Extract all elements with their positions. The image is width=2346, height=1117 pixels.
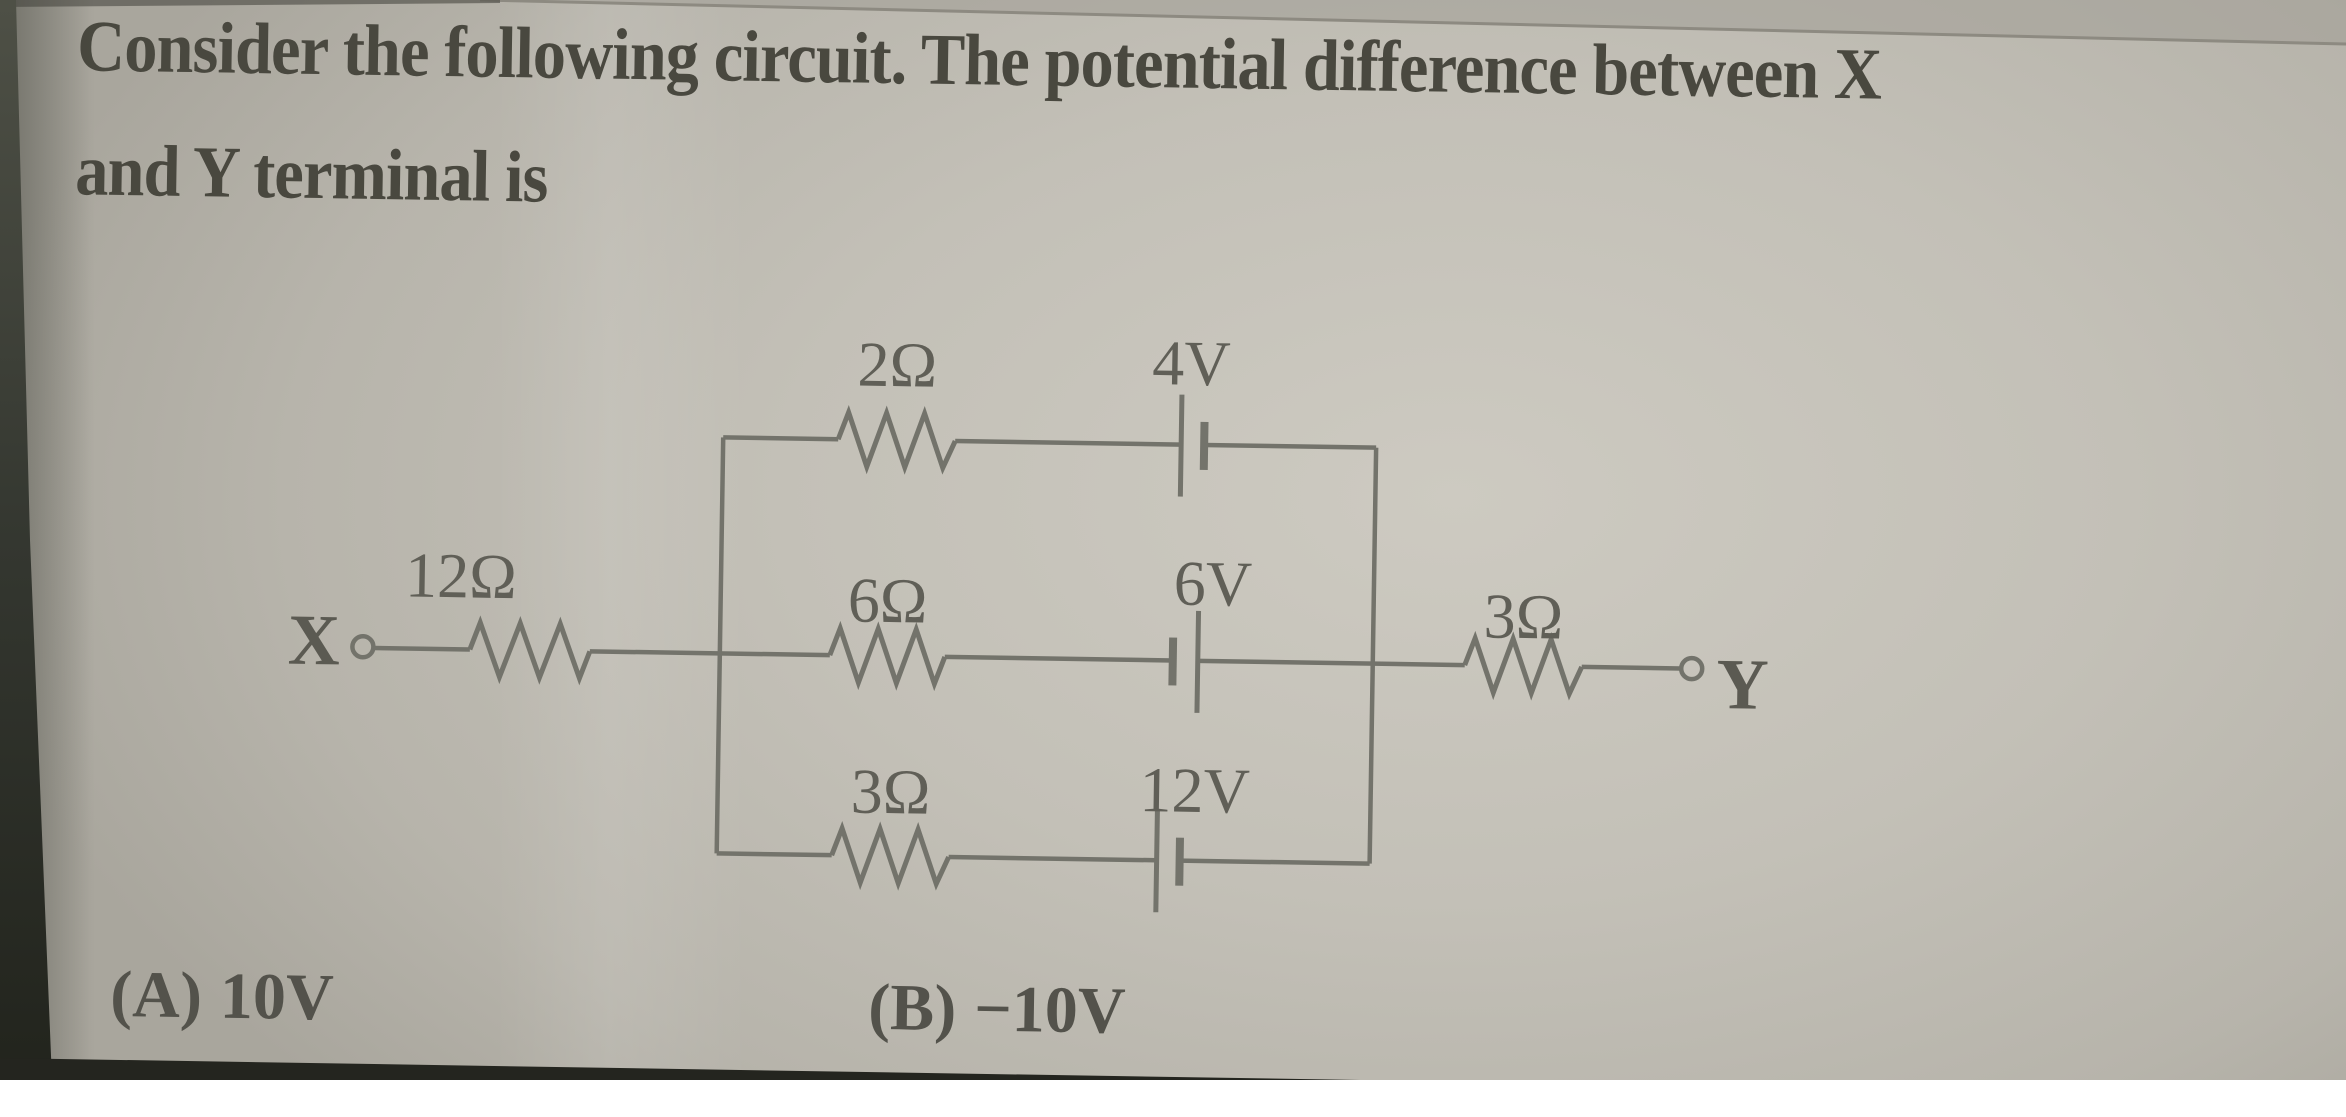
- series-resistor-12ohm-zigzag: [467, 615, 593, 686]
- top-branch-wire: [723, 435, 1377, 450]
- battery-6v-short-plate: [1168, 637, 1178, 686]
- option-a-label: (A): [109, 957, 203, 1033]
- terminal-y-label: Y: [1716, 644, 1769, 725]
- battery-12v-short-plate: [1175, 837, 1184, 886]
- battery-12v-long-plate: [1153, 810, 1160, 913]
- middle-branch-wire: [373, 645, 1681, 671]
- option-b-label: (B): [867, 970, 957, 1046]
- photo-background: Consider the following circuit. The pote…: [0, 0, 2346, 1080]
- series-resistor-12ohm-label: 12Ω: [405, 539, 518, 612]
- terminal-x-node: [350, 634, 376, 660]
- middle-branch-resistor-zigzag: [827, 620, 948, 692]
- top-branch-resistor-label: 2Ω: [857, 329, 938, 401]
- battery-6v-label: 6V: [1173, 548, 1252, 620]
- option-a-value: 10V: [219, 959, 335, 1035]
- battery-4v-long-plate: [1177, 394, 1185, 497]
- box-right-rail: [1367, 447, 1379, 864]
- option-a: (A)10V: [110, 958, 334, 1034]
- bottom-branch-resistor-zigzag: [829, 820, 951, 891]
- bottom-branch-resistor-label: 3Ω: [850, 755, 931, 827]
- terminal-y-node: [1678, 655, 1705, 682]
- terminal-x-label: X: [287, 600, 340, 681]
- option-b-value: −10V: [973, 972, 1127, 1048]
- option-b: (B)−10V: [868, 971, 1127, 1048]
- box-left-rail: [714, 437, 726, 854]
- series-resistor-3ohm-zigzag: [1462, 630, 1584, 701]
- top-branch-resistor-zigzag: [835, 405, 958, 475]
- battery-6v-long-plate: [1194, 610, 1202, 713]
- battery-4v-short-plate: [1199, 421, 1209, 471]
- battery-12v-label: 12V: [1139, 754, 1250, 827]
- middle-branch-resistor-label: 6Ω: [847, 564, 928, 636]
- bottom-branch-wire: [716, 851, 1370, 866]
- battery-4v-label: 4V: [1152, 327, 1231, 399]
- series-resistor-3ohm-label: 3Ω: [1483, 580, 1564, 652]
